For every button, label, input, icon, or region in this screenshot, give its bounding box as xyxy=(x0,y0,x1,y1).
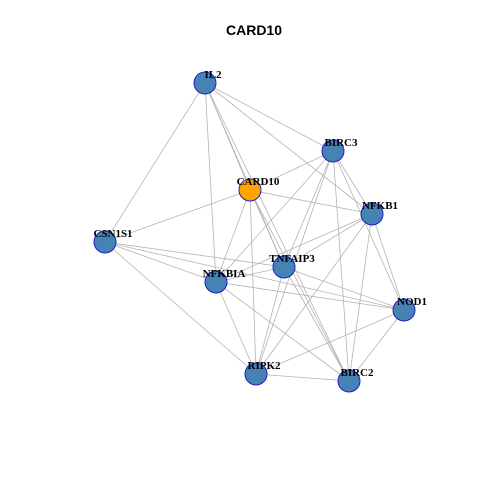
edge-nfkb1-ripk2 xyxy=(255,213,373,375)
edge-tnfaip3-nod1 xyxy=(283,266,405,311)
node-tnfaip3 xyxy=(272,255,296,279)
node-layer xyxy=(93,71,416,393)
node-label-nfkbia: NFKBIA xyxy=(203,268,246,280)
node-label-birc3: BIRC3 xyxy=(324,137,358,149)
node-birc3 xyxy=(321,139,345,163)
edge-il2-nfkb1 xyxy=(204,82,373,215)
edge-birc3-nfkb1 xyxy=(332,150,373,215)
edge-nfkbia-birc2 xyxy=(215,281,350,382)
node-label-csn1s1: CSN1S1 xyxy=(93,228,132,240)
edge-il2-birc2 xyxy=(204,82,350,382)
node-il2 xyxy=(193,71,217,95)
edge-card10-nfkbia xyxy=(215,189,251,283)
node-birc2 xyxy=(337,369,361,393)
edge-birc3-birc2 xyxy=(332,150,350,382)
edge-csn1s1-ripk2 xyxy=(104,241,257,375)
node-label-card10: CARD10 xyxy=(237,176,280,188)
node-label-tnfaip3: TNFAIP3 xyxy=(269,253,315,265)
node-nfkbia xyxy=(204,270,228,294)
edge-layer xyxy=(104,82,405,382)
node-card10 xyxy=(238,178,262,202)
node-nod1 xyxy=(392,298,416,322)
edge-birc3-card10 xyxy=(249,150,334,191)
edge-nod1-ripk2 xyxy=(255,309,405,375)
edge-nfkbia-ripk2 xyxy=(215,281,257,375)
edge-birc3-nod1 xyxy=(332,150,405,311)
edge-csn1s1-nfkbia xyxy=(104,241,217,283)
node-label-nod1: NOD1 xyxy=(397,296,427,308)
edge-card10-ripk2 xyxy=(249,189,257,375)
edge-tnfaip3-nfkbia xyxy=(215,266,285,283)
edge-tnfaip3-ripk2 xyxy=(255,266,285,375)
edge-il2-birc3 xyxy=(204,82,334,152)
edge-nfkbia-nod1 xyxy=(215,281,405,311)
diagram-title: CARD10 xyxy=(226,22,282,38)
node-nfkb1 xyxy=(360,202,384,226)
node-csn1s1 xyxy=(93,230,117,254)
edge-card10-tnfaip3 xyxy=(249,189,285,268)
node-label-nfkb1: NFKB1 xyxy=(362,200,398,212)
edge-birc3-tnfaip3 xyxy=(283,150,334,268)
edge-csn1s1-tnfaip3 xyxy=(104,241,285,268)
node-label-birc2: BIRC2 xyxy=(340,367,374,379)
edge-card10-birc2 xyxy=(249,189,350,382)
edge-nfkb1-birc2 xyxy=(348,213,373,382)
edge-nfkb1-nfkbia xyxy=(215,213,373,283)
node-ripk2 xyxy=(244,362,268,386)
edge-card10-nfkb1 xyxy=(249,189,373,215)
node-label-ripk2: RIPK2 xyxy=(248,360,282,372)
edge-tnfaip3-birc2 xyxy=(283,266,350,382)
edge-nfkb1-nod1 xyxy=(371,213,405,311)
edge-ripk2-birc2 xyxy=(255,373,350,382)
edge-il2-csn1s1 xyxy=(104,82,206,243)
edge-nod1-birc2 xyxy=(348,309,405,382)
edge-nfkb1-tnfaip3 xyxy=(283,213,373,268)
node-label-il2: IL2 xyxy=(204,69,222,81)
edge-card10-csn1s1 xyxy=(104,189,251,243)
edge-il2-nfkbia xyxy=(204,82,217,283)
edge-csn1s1-nod1 xyxy=(104,241,405,311)
